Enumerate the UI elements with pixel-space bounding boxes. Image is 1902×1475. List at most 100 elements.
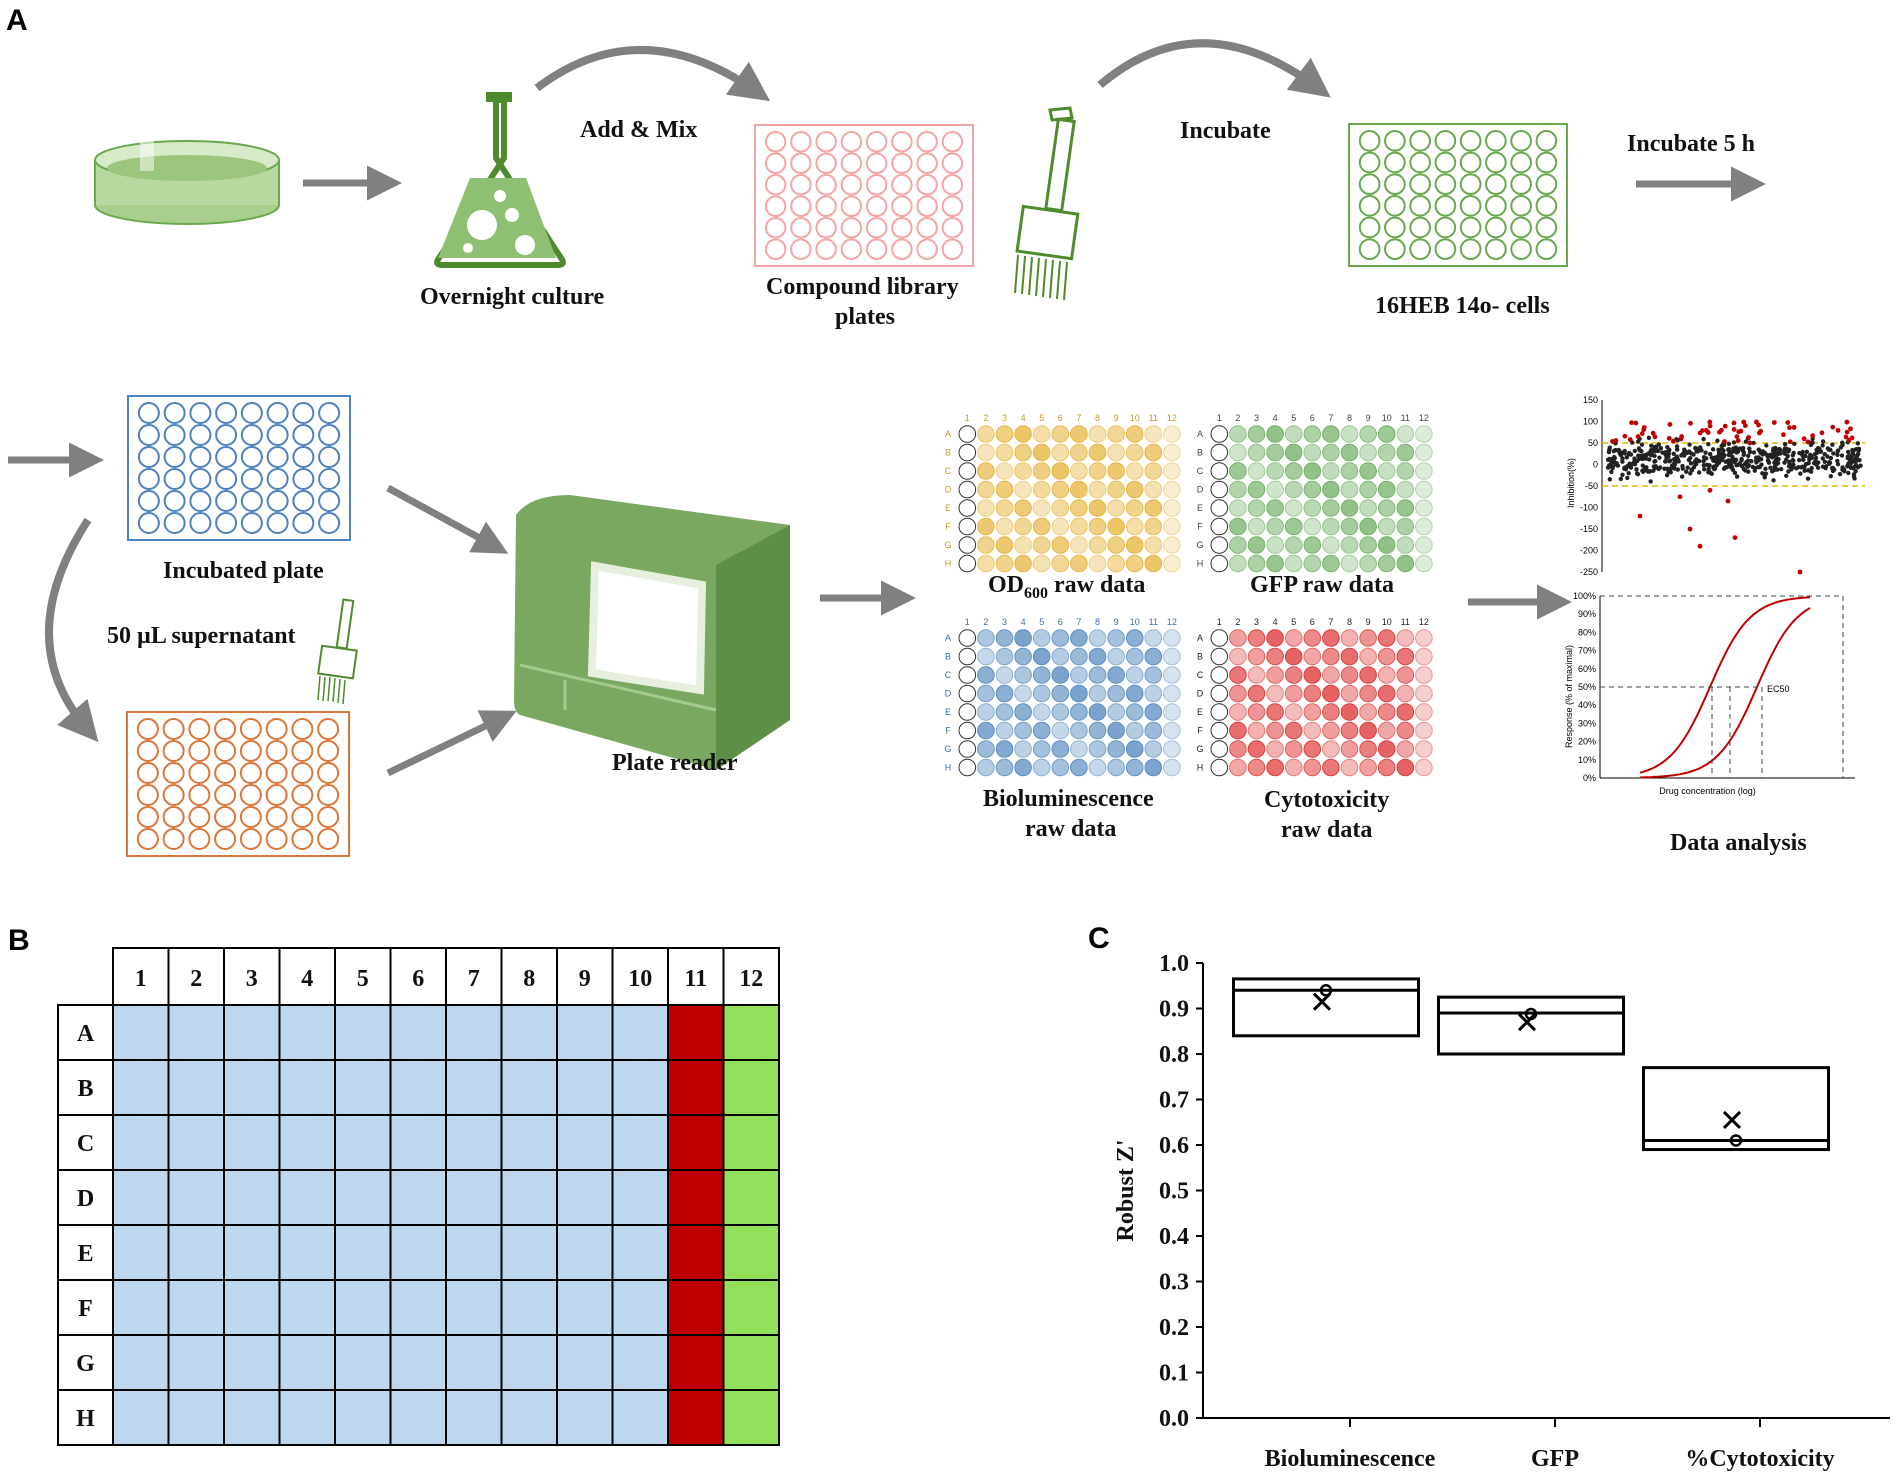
plate-well — [136, 718, 159, 740]
scatter-point — [1835, 458, 1840, 464]
mini-plate-well — [1210, 721, 1229, 740]
scatter-outlier-point — [1725, 498, 1731, 504]
mini-plate-row-label: H — [945, 559, 952, 569]
layout-column-header: 12 — [739, 966, 763, 992]
mini-plate-well — [995, 536, 1014, 554]
mini-plate-well — [1415, 499, 1433, 517]
mini-plate-well — [1359, 740, 1377, 758]
mini-plate-well — [1107, 462, 1125, 480]
layout-well-cell — [500, 1224, 558, 1281]
mini-plate-well — [1340, 554, 1359, 573]
plate-well — [916, 174, 938, 196]
mini-plate-well — [1247, 554, 1266, 573]
plate-well — [318, 512, 341, 534]
mini-plate-well — [1051, 740, 1070, 758]
mini-plate-well — [1377, 703, 1396, 721]
plate-well — [215, 424, 238, 446]
scatter-point — [1671, 451, 1676, 457]
layout-column-header-cell — [334, 947, 392, 1006]
mini-plate-well — [1247, 536, 1266, 554]
mini-plate-well — [1396, 462, 1415, 480]
plate-well — [214, 784, 237, 806]
mini-plate-row-label: E — [1197, 707, 1203, 717]
plate-well — [292, 468, 315, 490]
layout-column-header: 5 — [357, 966, 369, 992]
mini-plate-well — [1303, 536, 1322, 554]
layout-well-cell — [556, 1059, 614, 1116]
layout-row-header-cell — [57, 1004, 114, 1061]
plate-well — [137, 512, 160, 534]
box-y-tick-label: 0.6 — [1159, 1133, 1189, 1159]
box-y-tick-label: 0.3 — [1159, 1270, 1189, 1296]
mini-plate-row-label: C — [1197, 670, 1204, 680]
scatter-point — [1625, 475, 1630, 481]
arrow-supernatant-transfer — [45, 517, 99, 743]
scatter-hit-point — [1844, 429, 1850, 435]
scatter-point — [1802, 468, 1807, 473]
scatter-point — [1720, 451, 1726, 457]
scatter-point — [1729, 464, 1734, 469]
mini-plate-col-label: 1 — [1217, 617, 1222, 627]
layout-column-header: 9 — [579, 966, 591, 992]
plate-well — [840, 131, 863, 153]
scatter-point — [1827, 460, 1833, 465]
mini-plate-well — [1340, 499, 1359, 517]
layout-well-cell — [112, 1114, 170, 1171]
scatter-point — [1790, 453, 1796, 458]
scatter-point — [1814, 462, 1819, 467]
panel-label-b: B — [8, 924, 30, 957]
plate-well — [136, 762, 159, 784]
mini-plate-well — [1359, 480, 1377, 499]
mini-plate-well — [1210, 666, 1229, 684]
mini-plate-col-label: 9 — [1114, 617, 1119, 627]
layout-well-cell — [556, 1279, 614, 1336]
mini-plate-well — [1051, 554, 1070, 573]
mini-plate-well — [1303, 703, 1322, 721]
mini-plate-well — [995, 703, 1014, 721]
mini-plate-col-label: 11 — [1149, 617, 1158, 627]
plate-well — [136, 784, 159, 806]
scatter-hit-point — [1819, 430, 1825, 436]
mini-plate-well — [1303, 740, 1322, 758]
scatter-point — [1820, 443, 1825, 448]
mini-plate-well — [1303, 425, 1322, 443]
scatter-point — [1701, 458, 1706, 464]
mini-plate-well — [1303, 517, 1322, 536]
mini-plate-well — [1284, 721, 1303, 740]
arrow-incubate — [1097, 39, 1331, 98]
mini-plate-well — [1303, 499, 1322, 517]
scatter-point — [1607, 477, 1613, 482]
scatter-point — [1696, 470, 1702, 475]
scatter-hit-point — [1633, 420, 1639, 426]
scatter-point — [1735, 462, 1741, 468]
label-plate-reader: Plate reader — [612, 750, 738, 776]
mini-plate-well — [1070, 480, 1088, 499]
mini-plate-well — [1032, 758, 1051, 777]
scatter-hit-point — [1622, 433, 1628, 439]
box-mean-marker — [1312, 992, 1332, 1011]
plate-well — [1384, 151, 1406, 174]
layout-well-cell — [223, 1279, 281, 1336]
layout-well-cell — [445, 1059, 503, 1116]
mini-plate-row-label: H — [1197, 559, 1204, 569]
layout-row-header: B — [77, 1076, 93, 1102]
plate-well — [865, 131, 888, 153]
plate-well — [1358, 130, 1381, 152]
scatter-point — [1726, 448, 1732, 453]
mini-plate-well — [1266, 480, 1284, 499]
mini-plate-well — [1107, 443, 1125, 462]
mini-plate-row-label: H — [945, 763, 952, 773]
scatter-point — [1622, 465, 1627, 470]
mini-plate-row-label: C — [1197, 466, 1204, 476]
layout-well-cell — [389, 1004, 447, 1061]
mini-plate-well — [1144, 536, 1163, 554]
scatter-point — [1663, 450, 1669, 455]
scatter-point — [1609, 456, 1614, 462]
layout-well-cell — [445, 1389, 503, 1446]
mini-plate-well — [1229, 647, 1247, 666]
plate-well — [1459, 238, 1482, 261]
mini-plate-col-label: 5 — [1291, 617, 1296, 627]
mini-plate-row-label: A — [945, 429, 951, 439]
plate-well — [136, 828, 159, 850]
